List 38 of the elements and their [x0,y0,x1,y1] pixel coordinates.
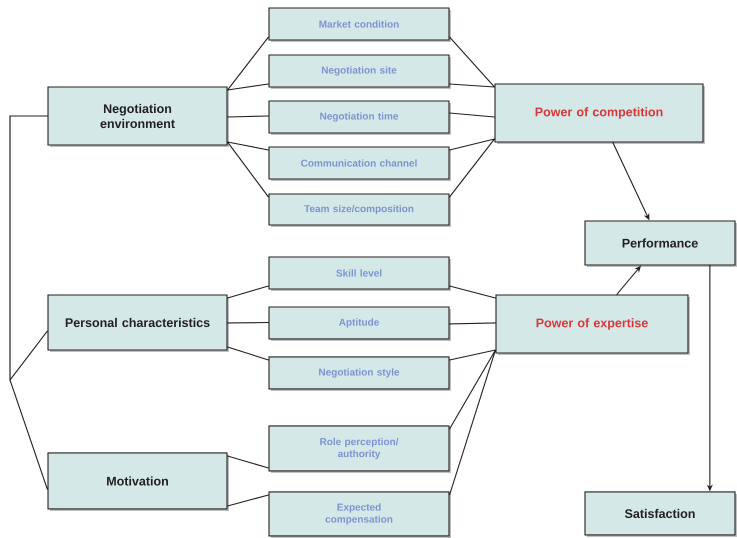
factor-box: Motivation [47,452,228,510]
connector-line [450,83,494,88]
outcome-box: Performance [584,220,736,266]
connector-line [228,322,268,324]
connector-line [449,138,495,198]
connector-line [227,83,269,91]
item-box: Negotiation site [268,54,450,88]
connector-line [227,142,269,198]
factor-box: Negotiation environment [47,86,228,146]
outcome-box: Satisfaction [584,491,736,536]
item-box: Expected compensation [268,491,450,537]
connector-line [449,36,495,88]
connector-line [449,138,495,151]
power-box: Power of expertise [495,294,689,354]
connector-line [449,285,496,299]
item-box: Negotiation style [268,356,450,390]
bracket-line [9,115,48,490]
connector-line [228,115,268,118]
connector-line [227,346,269,360]
connector-line [449,349,496,361]
factor-box: Personal characteristics [47,294,228,351]
connector-line [449,350,496,496]
connector-line [227,494,269,507]
connector-line [227,285,269,299]
item-box: Aptitude [268,306,450,340]
power-box: Power of competition [494,83,704,143]
item-box: Negotiation time [268,100,450,134]
connector-line [227,141,269,151]
connector-line [227,36,269,90]
connector-line [227,455,269,469]
item-box: Communication channel [268,146,450,180]
item-box: Skill level [268,256,450,290]
connector-line [450,112,494,118]
item-box: Market condition [268,7,450,41]
item-box: Role perception/ authority [268,425,450,472]
connector-line [449,350,496,430]
connector-line [450,322,496,325]
item-box: Team size/composition [268,193,450,226]
